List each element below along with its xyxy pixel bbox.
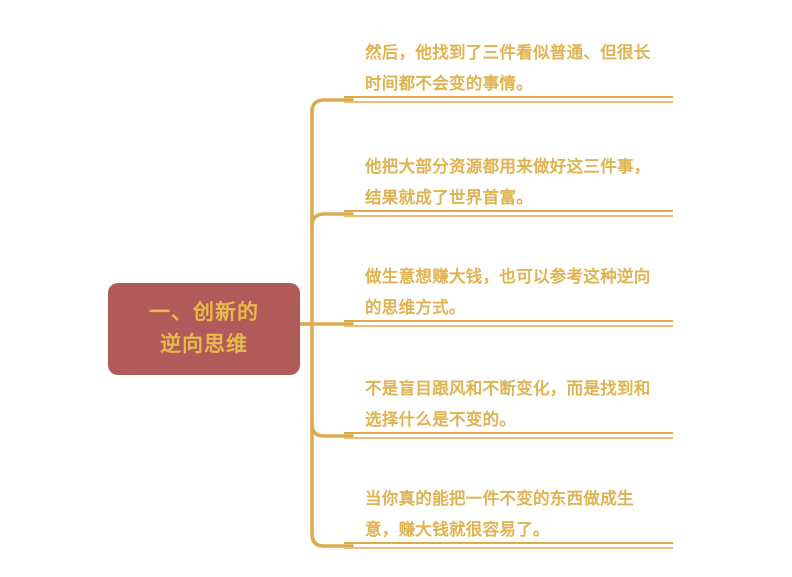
branch-connector-1 xyxy=(310,98,354,114)
branch-connector-2 xyxy=(310,212,354,228)
underline-rule-top xyxy=(344,320,673,322)
branch-node-label: 不是盲目跟风和不断变化，而是找到和选择什么是不变的。 xyxy=(365,380,651,429)
branch-underline-1 xyxy=(344,96,673,103)
underline-rule-top xyxy=(344,432,673,434)
underline-rule-bottom xyxy=(344,101,673,103)
branch-node-label: 当你真的能把一件不变的东西做成生意，赚大钱就很容易了。 xyxy=(365,490,634,539)
center-node-label: 一、创新的 逆向思维 xyxy=(149,301,259,356)
underline-rule-bottom xyxy=(344,325,673,327)
branch-underline-4 xyxy=(344,432,673,439)
branch-node-3[interactable]: 做生意想赚大钱，也可以参考这种逆向的思维方式。 xyxy=(365,262,665,324)
underline-rule-bottom xyxy=(344,437,673,439)
branch-node-label: 他把大部分资源都用来做好这三件事，结果就成了世界首富。 xyxy=(365,158,651,207)
branch-node-4[interactable]: 不是盲目跟风和不断变化，而是找到和选择什么是不变的。 xyxy=(365,374,665,436)
branch-node-1[interactable]: 然后，他找到了三件看似普通、但很长时间都不会变的事情。 xyxy=(365,38,665,100)
center-node[interactable]: 一、创新的 逆向思维 xyxy=(108,283,300,375)
underline-rule-bottom xyxy=(344,547,673,549)
branch-node-5[interactable]: 当你真的能把一件不变的东西做成生意，赚大钱就很容易了。 xyxy=(365,484,665,546)
branch-underline-2 xyxy=(344,210,673,217)
underline-rule-top xyxy=(344,210,673,212)
branch-node-label: 做生意想赚大钱，也可以参考这种逆向的思维方式。 xyxy=(365,268,651,317)
branch-underline-3 xyxy=(344,320,673,327)
branch-node-2[interactable]: 他把大部分资源都用来做好这三件事，结果就成了世界首富。 xyxy=(365,152,665,214)
branch-connector-5 xyxy=(310,532,354,548)
underline-rule-top xyxy=(344,96,673,98)
underline-rule-top xyxy=(344,542,673,544)
branch-underline-5 xyxy=(344,542,673,549)
underline-rule-bottom xyxy=(344,215,673,217)
branch-connector-4 xyxy=(310,422,354,438)
branch-node-label: 然后，他找到了三件看似普通、但很长时间都不会变的事情。 xyxy=(365,44,651,93)
